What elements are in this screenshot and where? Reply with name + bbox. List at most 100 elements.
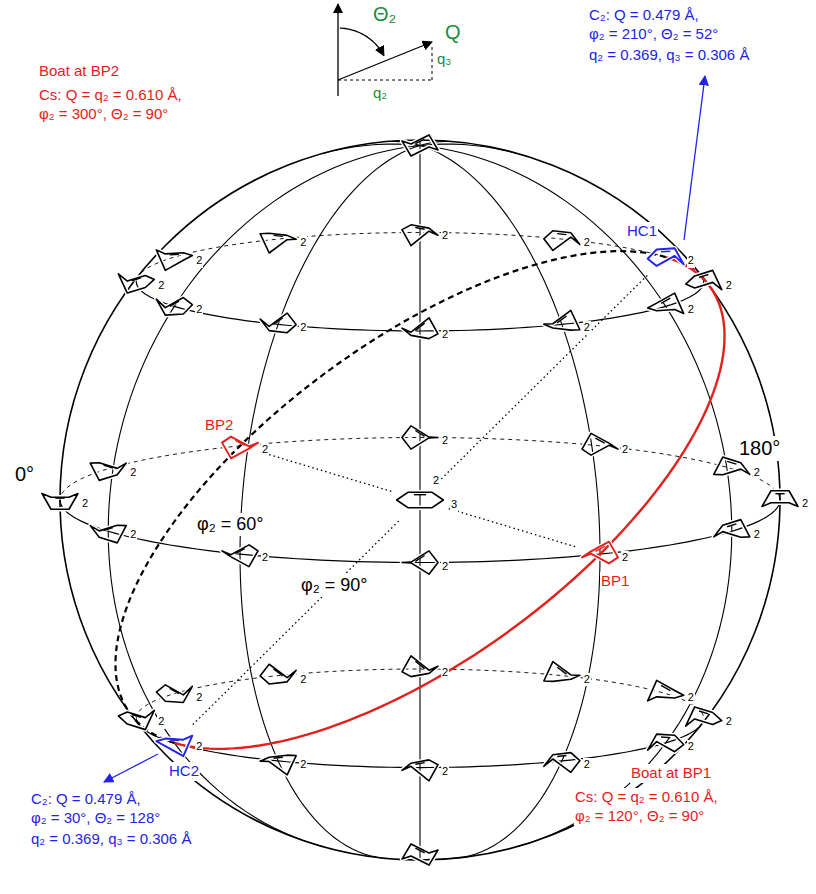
- annotation-text: Boat at BP2: [38, 62, 120, 81]
- cyclohexene-molecule: [582, 542, 618, 564]
- double-bond: [170, 254, 179, 256]
- annotation-text: Q: [444, 20, 462, 45]
- molecule-ring: [544, 231, 580, 251]
- double-bond: [661, 251, 670, 253]
- callout-number: 3: [450, 498, 458, 512]
- double-bond: [274, 235, 283, 236]
- cyclohexene-molecule: [118, 274, 154, 293]
- double-bond: [274, 318, 283, 325]
- pointer-arrow: [104, 754, 158, 782]
- dotted-axis: [441, 274, 648, 479]
- cyclohexene-molecule: [402, 656, 438, 677]
- double-bond: [557, 755, 566, 756]
- double-bond: [170, 301, 179, 306]
- molecule-ring: [260, 313, 296, 333]
- annotation-text: q₂ = 0.369, q₃ = 0.306 Å: [30, 830, 192, 849]
- cyclohexene-molecule: [402, 551, 438, 574]
- molecule-halo: [156, 685, 192, 703]
- cyclohexene-molecule: [260, 664, 296, 684]
- cyclohexene-molecule: [714, 520, 750, 538]
- molecule-ring: [648, 680, 684, 700]
- callout-number: 2: [583, 236, 591, 250]
- cyclohexene-molecule: [686, 270, 722, 289]
- callout-number: 2: [299, 236, 307, 250]
- molecule-halo: [118, 710, 154, 729]
- molecule-ring: [402, 318, 438, 339]
- cyclohexene-molecule: [90, 525, 126, 543]
- molecule-ring: [648, 734, 684, 752]
- meridian-line: [240, 145, 420, 858]
- callout-number: 2: [157, 715, 165, 729]
- molecule-halo: [686, 270, 722, 289]
- callout-number: 2: [441, 434, 449, 448]
- callout-number: 2: [687, 254, 695, 268]
- molecule-ring: [582, 433, 618, 455]
- molecule-halo: [544, 662, 580, 682]
- molecule-ring: [222, 545, 258, 567]
- cyclohexene-molecule: [544, 231, 580, 251]
- molecule-halo: [397, 492, 444, 508]
- cyclohexene-molecule: [402, 844, 438, 865]
- molecule-ring: [686, 707, 722, 726]
- molecule-halo: [156, 250, 192, 270]
- cyclohexene-molecule: [222, 545, 258, 567]
- molecule-ring: [118, 274, 154, 293]
- molecule-ring: [402, 656, 438, 677]
- cyclohexene-molecule: [648, 680, 684, 700]
- callout-number: 2: [299, 321, 307, 335]
- callout-number: 2: [441, 765, 449, 779]
- annotation-text: q₂: [372, 84, 388, 103]
- meridian-line: [108, 145, 420, 846]
- molecule-ring: [544, 310, 580, 330]
- molecule-ring: [260, 233, 296, 253]
- molecule-halo: [260, 233, 296, 253]
- molecule-ring: [582, 542, 618, 564]
- molecule-ring: [260, 755, 296, 775]
- molecule-halo: [544, 310, 580, 330]
- double-bond: [661, 685, 670, 690]
- callout-number: 2: [299, 758, 307, 772]
- cyclohexene-molecule: [762, 491, 798, 507]
- double-bond: [415, 323, 424, 330]
- double-bond: [699, 274, 708, 277]
- double-bond: [104, 465, 113, 468]
- q3-component: [432, 44, 433, 80]
- callout-number: 2: [261, 443, 269, 457]
- annotation-text: HC1: [626, 222, 658, 241]
- annotation-text: C₂: Q = 0.479 Å, φ₂ = 210°, Θ₂ = 52°: [588, 6, 719, 44]
- molecule-ring: [686, 270, 722, 289]
- double-bond: [557, 316, 566, 323]
- angle-arrow: [340, 28, 384, 56]
- cyclohexene-molecule: [222, 437, 258, 459]
- molecule-ring: [260, 664, 296, 684]
- callout-number: 2: [621, 443, 629, 457]
- molecule-ring: [402, 551, 438, 574]
- cyclohexene-molecule: [118, 710, 154, 729]
- cyclohexene-molecule: [260, 233, 296, 253]
- molecule-ring: [118, 710, 154, 729]
- annotation-text: Boat at BP1: [630, 764, 712, 783]
- callout-number: 2: [687, 691, 695, 705]
- molecule-ring: [222, 437, 258, 459]
- double-bond: [414, 494, 426, 495]
- q2-component: [338, 80, 432, 81]
- molecule-ring: [402, 225, 438, 246]
- cyclohexene-molecule: [156, 250, 192, 270]
- double-bond: [775, 493, 784, 494]
- annotation-text: Cs: Q = q₂ = 0.610 Å, φ₂ = 120°, Θ₂ = 90…: [574, 788, 719, 826]
- annotation-text: Θ₂: [372, 2, 397, 27]
- cyclohexene-molecule: [648, 734, 684, 752]
- callout-number: 2: [441, 666, 449, 680]
- molecule-halo: [402, 225, 438, 246]
- double-bond: [415, 430, 424, 436]
- molecule-halo: [222, 545, 258, 567]
- callout-number: 2: [432, 474, 440, 488]
- molecule-halo: [402, 135, 438, 156]
- molecule-halo: [222, 437, 258, 459]
- cyclohexene-molecule: [260, 755, 296, 775]
- double-bond: [415, 848, 424, 853]
- double-bond: [415, 228, 424, 230]
- molecule-halo: [118, 274, 154, 293]
